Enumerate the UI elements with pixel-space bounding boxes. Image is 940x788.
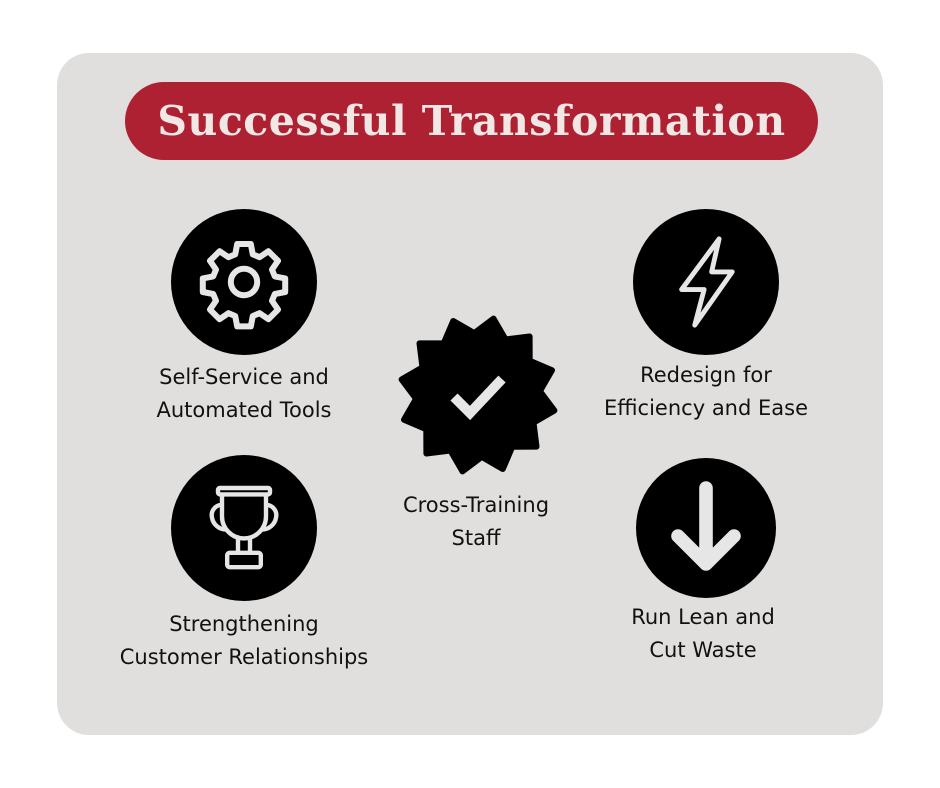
lightning-icon <box>633 209 779 355</box>
label-strengthening: Strengthening Customer Relationships <box>94 608 394 674</box>
label-line: Efficiency and Ease <box>603 396 808 420</box>
label-line: Redesign for <box>640 363 772 387</box>
label-line: Run Lean and <box>631 605 775 629</box>
label-redesign: Redesign for Efficiency and Ease <box>556 359 856 425</box>
label-run-lean: Run Lean and Cut Waste <box>553 601 853 667</box>
title-banner: Successful Transformation <box>125 82 818 160</box>
trophy-icon <box>171 455 317 601</box>
title-text: Successful Transformation <box>157 97 786 145</box>
badge-check-icon <box>398 315 558 475</box>
label-line: Customer Relationships <box>119 645 369 669</box>
label-line: Cut Waste <box>649 638 757 662</box>
arrow-down-icon <box>636 458 776 598</box>
label-self-service: Self-Service and Automated Tools <box>94 361 394 427</box>
label-cross-training: Cross-Training Staff <box>326 489 626 555</box>
label-line: Staff <box>451 526 501 550</box>
label-line: Cross-Training <box>402 493 550 517</box>
label-line: Strengthening <box>169 612 319 636</box>
gear-icon <box>171 209 317 355</box>
label-line: Automated Tools <box>156 398 332 422</box>
label-line: Self-Service and <box>159 365 329 389</box>
